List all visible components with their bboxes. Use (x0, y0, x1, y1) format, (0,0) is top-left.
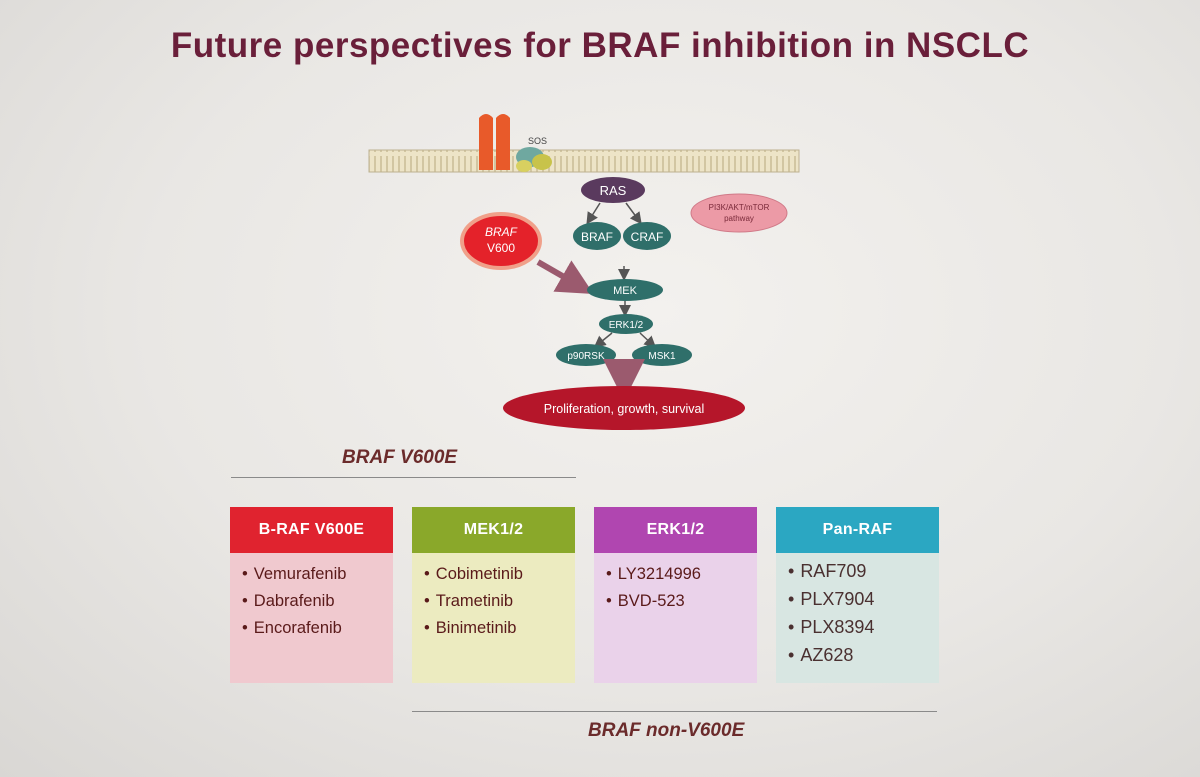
section-label-non-v600e: BRAF non-V600E (588, 720, 745, 741)
sos-label: SOS (528, 136, 547, 146)
rule-v600e (231, 477, 576, 478)
mek-label: MEK (613, 285, 638, 297)
braf-node (573, 222, 621, 250)
p90rsk-node (556, 344, 616, 366)
mek-node (587, 279, 663, 301)
braf-label: BRAF (581, 230, 613, 244)
list-item: •Binimetinib (424, 619, 517, 637)
ras-node (581, 177, 645, 203)
receptor-icon (479, 114, 510, 170)
ras-label: RAS (600, 183, 627, 198)
pi3k-label-line2: pathway (724, 214, 754, 223)
box-body: •Cobimetinib •Trametinib •Binimetinib (412, 553, 575, 683)
box-pan-raf-inhibitors: Pan-RAF •RAF709 •PLX7904 •PLX8394 •AZ628 (776, 507, 939, 683)
list-item: •Dabrafenib (242, 592, 335, 610)
arrow-erk-msk1 (639, 332, 657, 349)
pi3k-pathway-node (690, 193, 788, 233)
arrow-erk-p90rsk (593, 332, 613, 348)
list-item: •PLX8394 (788, 617, 875, 637)
box-braf-v600e-inhibitors: B-RAF V600E •Vemurafenib •Dabrafenib •En… (230, 507, 393, 683)
cell-membrane (368, 149, 800, 173)
outcome-node (503, 386, 745, 430)
slide-title: Future perspectives for BRAF inhibition … (170, 26, 1030, 65)
box-body: •Vemurafenib •Dabrafenib •Encorafenib (230, 553, 393, 683)
list-item: •AZ628 (788, 645, 854, 665)
box-body: •RAF709 •PLX7904 •PLX8394 •AZ628 (776, 553, 939, 683)
msk1-label: MSK1 (648, 351, 676, 362)
list-item: •RAF709 (788, 561, 867, 581)
list-item: •Trametinib (424, 592, 514, 610)
erk-node (599, 314, 653, 334)
arrow-ras-craf (625, 202, 642, 225)
box-header: B-RAF V600E (230, 507, 393, 553)
box-body: •LY3214996 •BVD-523 (594, 553, 757, 683)
craf-node (623, 222, 671, 250)
list-item: •Encorafenib (242, 619, 342, 637)
list-item: •LY3214996 (606, 565, 701, 583)
box-header: ERK1/2 (594, 507, 757, 553)
p90rsk-label: p90RSK (567, 351, 605, 362)
arrow-v600-mek (536, 259, 594, 294)
box-header: MEK1/2 (412, 507, 575, 553)
craf-label: CRAF (631, 230, 664, 244)
list-item: •Vemurafenib (242, 565, 347, 583)
braf-v600-node (460, 212, 542, 270)
section-label-v600e: BRAF V600E (342, 447, 458, 468)
rule-non-v600e (412, 711, 937, 712)
pi3k-label-line1: PI3K/AKT/mTOR (709, 203, 770, 212)
list-item: •PLX7904 (788, 589, 875, 609)
erk-label: ERK1/2 (609, 320, 644, 331)
sos-complex-icon: SOS (516, 136, 552, 172)
arrow-ras-braf (586, 202, 601, 225)
box-mek-inhibitors: MEK1/2 •Cobimetinib •Trametinib •Binimet… (412, 507, 575, 683)
braf-v600-label-line1: BRAF (485, 225, 518, 239)
msk1-node (632, 344, 692, 366)
braf-v600-label-line2: V600 (487, 241, 515, 255)
box-header: Pan-RAF (776, 507, 939, 553)
list-item: •BVD-523 (606, 592, 685, 610)
box-erk-inhibitors: ERK1/2 •LY3214996 •BVD-523 (594, 507, 757, 683)
outcome-label: Proliferation, growth, survival (544, 402, 704, 416)
list-item: •Cobimetinib (424, 565, 523, 583)
